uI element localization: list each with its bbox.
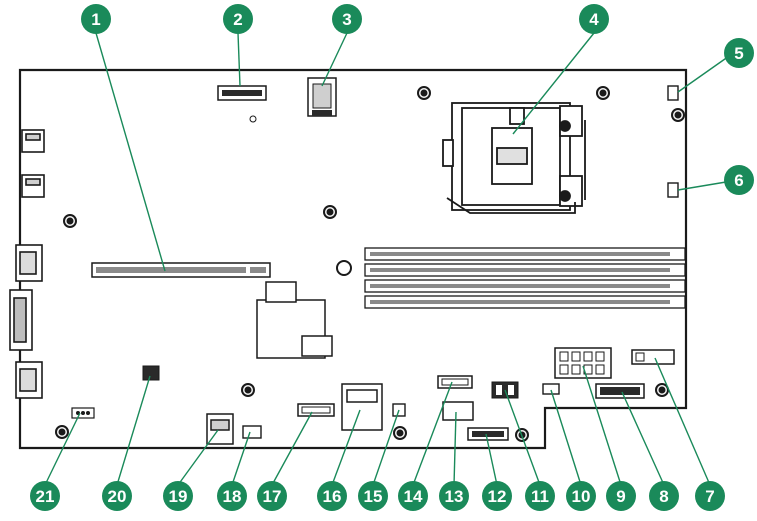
dimm-slots	[364, 247, 686, 309]
callout-1: 1	[81, 4, 111, 34]
callout-badges: 1 2 3 4 5 6 7 8	[30, 4, 754, 511]
connector-18	[242, 425, 262, 439]
svg-text:7: 7	[705, 487, 714, 506]
svg-text:21: 21	[36, 487, 55, 506]
callout-11: 11	[525, 481, 555, 511]
callout-4: 4	[579, 4, 609, 34]
callout-21: 21	[30, 481, 60, 511]
callout-10: 10	[566, 481, 596, 511]
callout-3: 3	[332, 4, 362, 34]
svg-text:1: 1	[91, 10, 100, 29]
svg-text:19: 19	[169, 487, 188, 506]
callout-13: 13	[439, 481, 469, 511]
callout-19: 19	[163, 481, 193, 511]
callout-17: 17	[257, 481, 287, 511]
connector-13	[442, 401, 474, 421]
connector-10	[542, 383, 560, 395]
svg-text:16: 16	[323, 487, 342, 506]
svg-text:3: 3	[342, 10, 351, 29]
jumper-21	[71, 407, 95, 419]
microsd-slot	[307, 77, 337, 117]
sata-port-17	[297, 403, 335, 417]
svg-text:11: 11	[531, 487, 549, 506]
callout-15: 15	[358, 481, 388, 511]
svg-text:5: 5	[734, 44, 743, 63]
rear-io-ports	[9, 129, 45, 399]
svg-text:20: 20	[108, 487, 127, 506]
leader-lines	[44, 32, 733, 486]
callout-5: 5	[724, 38, 754, 68]
svg-text:9: 9	[616, 487, 625, 506]
svg-text:12: 12	[488, 487, 507, 506]
mounting-holes	[55, 86, 685, 442]
svg-text:4: 4	[589, 10, 599, 29]
chipset-heatsink	[256, 281, 333, 359]
sata-port-14	[437, 375, 473, 389]
callout-2: 2	[223, 4, 253, 34]
callout-18: 18	[217, 481, 247, 511]
svg-text:10: 10	[572, 487, 591, 506]
front-panel-header	[217, 85, 267, 101]
svg-text:18: 18	[223, 487, 242, 506]
callout-6: 6	[724, 165, 754, 195]
svg-text:2: 2	[233, 10, 242, 29]
fan-connector-6	[667, 182, 679, 198]
svg-text:13: 13	[445, 487, 464, 506]
power-connector-9	[554, 347, 612, 379]
svg-text:17: 17	[263, 487, 282, 506]
connector-20	[142, 365, 160, 381]
power-connector-7	[631, 349, 675, 365]
mini-sas-connector	[341, 383, 383, 431]
callout-8: 8	[649, 481, 679, 511]
callout-14: 14	[398, 481, 428, 511]
fan-connector-5	[667, 85, 679, 101]
processor-socket	[442, 102, 586, 214]
power-connector-8	[595, 383, 645, 399]
callout-12: 12	[482, 481, 512, 511]
callout-16: 16	[317, 481, 347, 511]
svg-text:15: 15	[364, 487, 383, 506]
callout-20: 20	[102, 481, 132, 511]
callout-9: 9	[606, 481, 636, 511]
svg-text:6: 6	[734, 171, 743, 190]
callout-7: 7	[695, 481, 725, 511]
pcie-slot	[91, 262, 271, 278]
svg-text:14: 14	[404, 487, 423, 506]
connector-12	[467, 427, 509, 441]
svg-text:8: 8	[659, 487, 668, 506]
